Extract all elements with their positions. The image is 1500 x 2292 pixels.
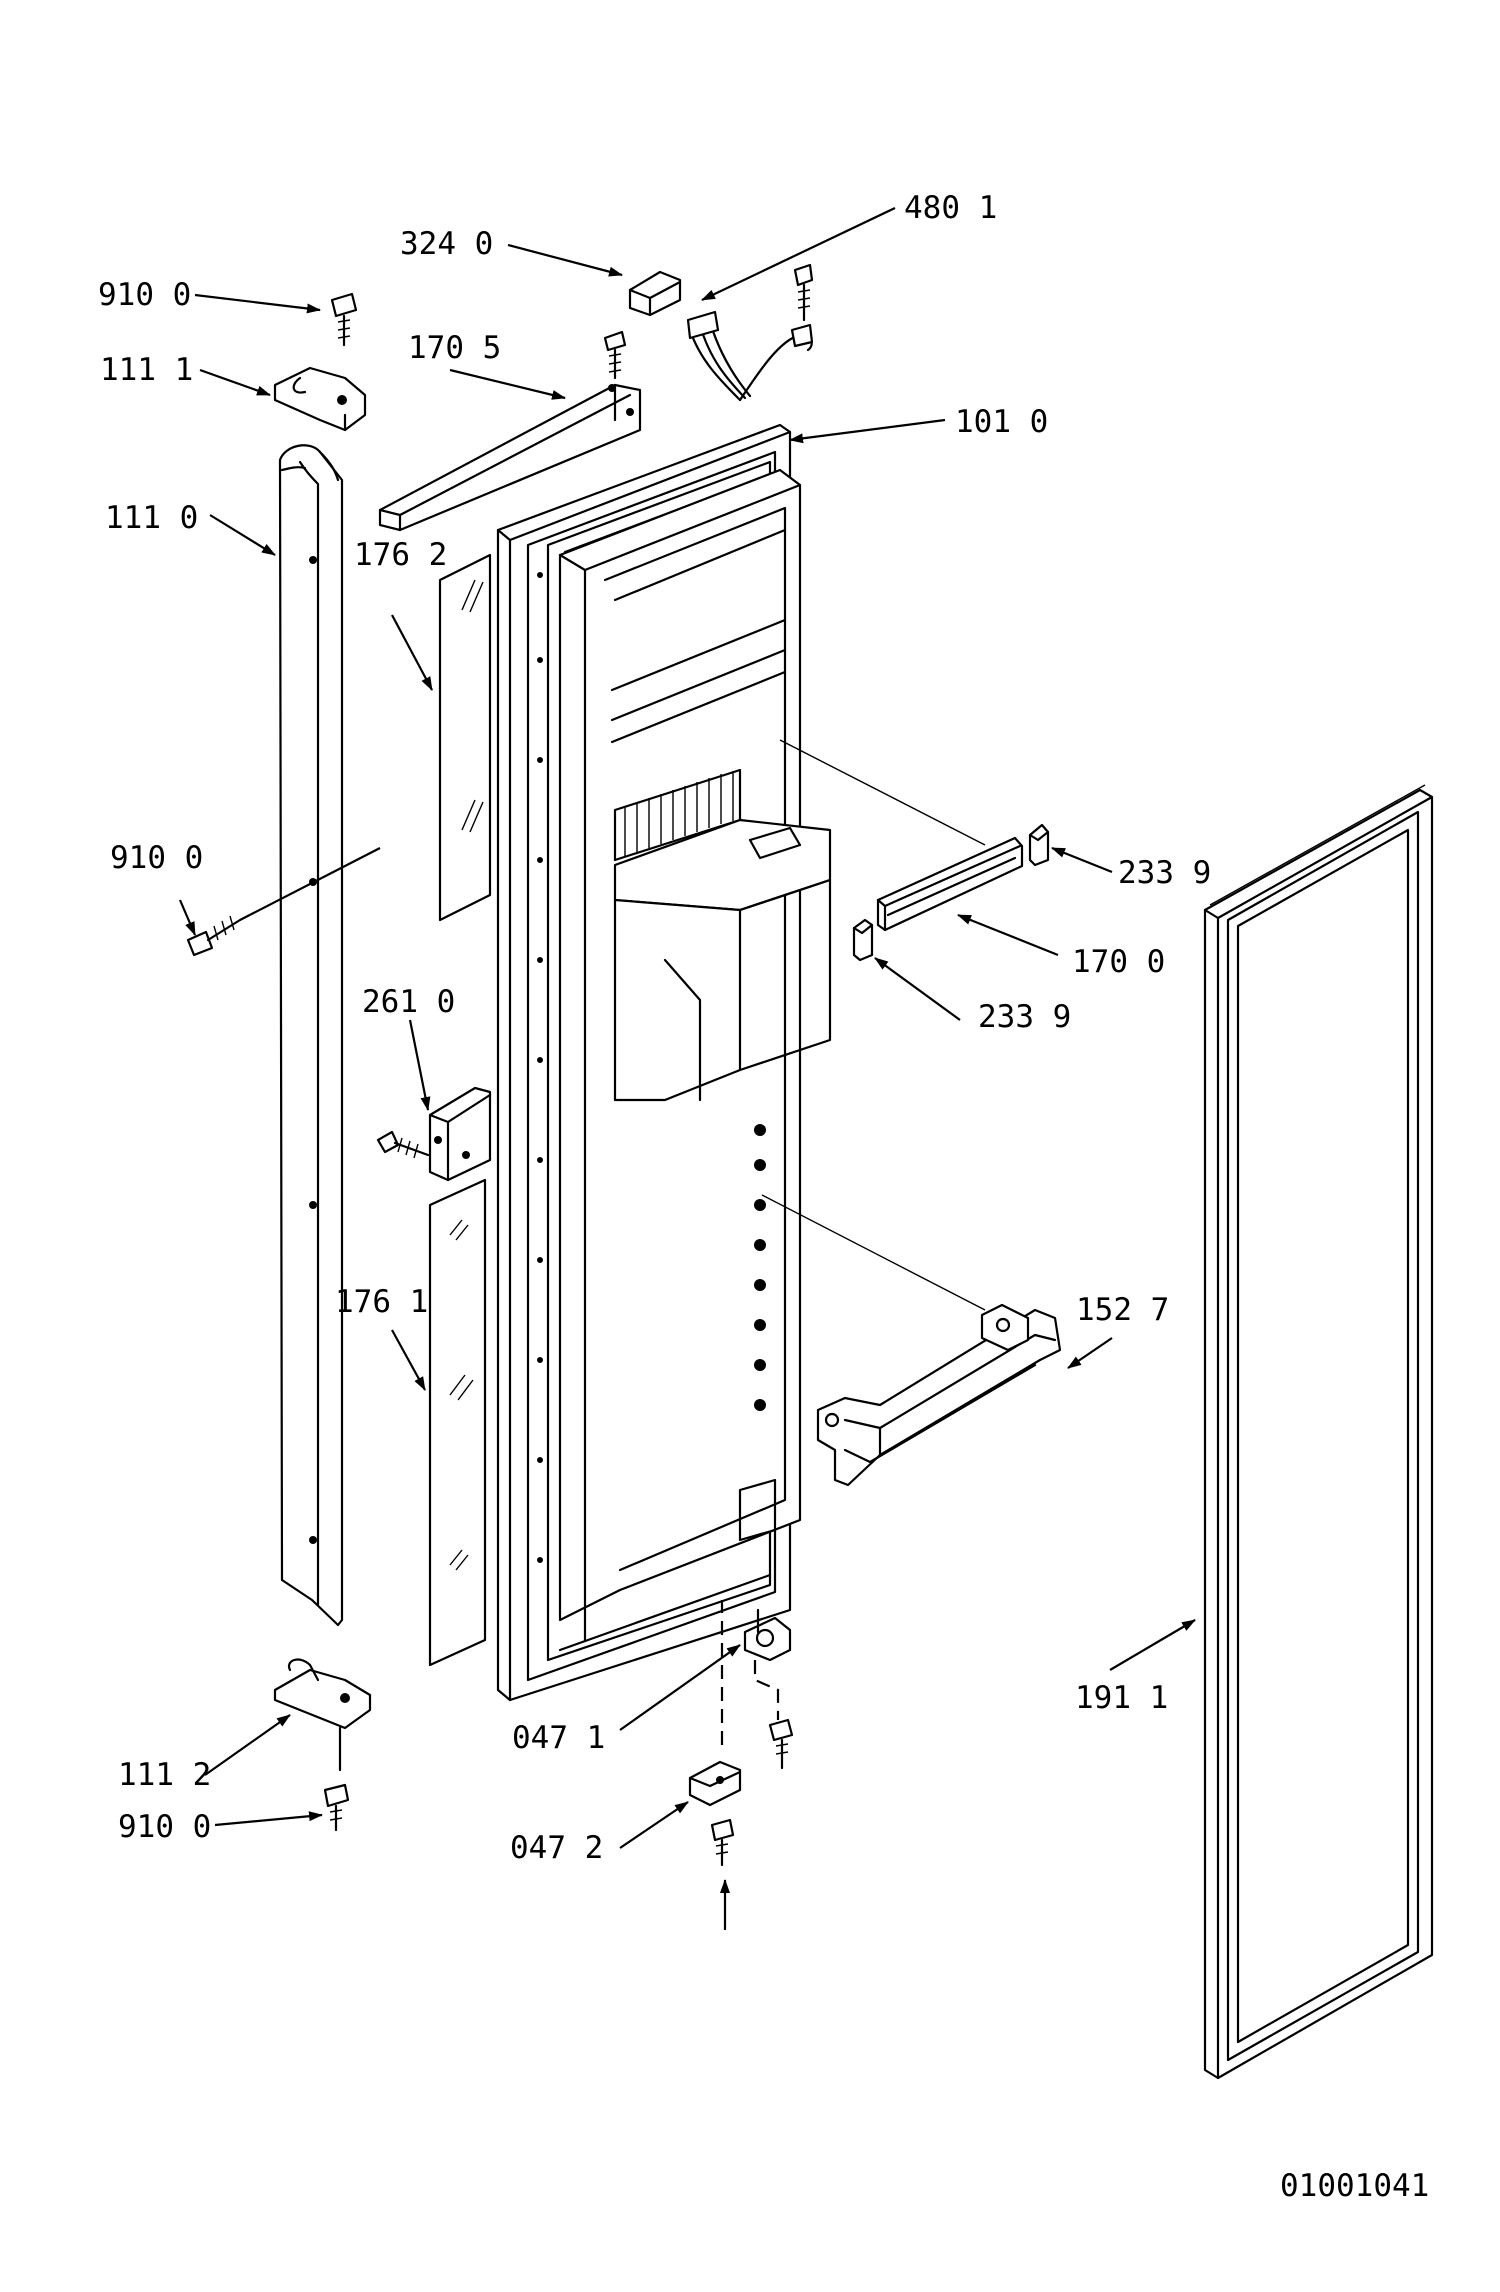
door-shelf-part	[816, 1303, 1062, 1487]
callout-047-2: 047 2	[510, 1830, 603, 1866]
callout-111-1: 111 1	[100, 352, 193, 388]
callout-910-0-top: 910 0	[98, 277, 191, 313]
leader-lines	[178, 207, 1196, 1849]
wire-harness-part	[686, 263, 814, 402]
glass-panel-upper-part	[438, 553, 492, 922]
screw-hinge-block	[710, 1818, 735, 1867]
callout-152-7: 152 7	[1076, 1292, 1169, 1328]
hinge-trim-part	[278, 444, 344, 1627]
callout-910-0-bottom: 910 0	[118, 1809, 211, 1845]
callout-111-0: 111 0	[105, 500, 198, 536]
door-frame-part	[496, 423, 832, 1702]
callout-176-1: 176 1	[335, 1284, 428, 1320]
gasket-part	[1203, 784, 1434, 2080]
screw-bottom-hinge	[323, 1783, 350, 1832]
rail-guide-line	[779, 739, 986, 846]
callout-191-1: 191 1	[1075, 1680, 1168, 1716]
hinge-top-part	[273, 366, 367, 432]
callout-261-0: 261 0	[362, 984, 455, 1020]
screw-hinge-pin	[768, 1718, 794, 1770]
callout-176-2: 176 2	[354, 537, 447, 573]
callout-170-0: 170 0	[1072, 944, 1165, 980]
hinge-pin-part	[743, 1608, 792, 1720]
callout-910-0-mid: 910 0	[110, 840, 203, 876]
callout-233-9-top: 233 9	[1118, 855, 1211, 891]
clip-top-part	[1028, 823, 1050, 867]
screw-top-hinge	[330, 292, 358, 347]
callout-047-1: 047 1	[512, 1720, 605, 1756]
glass-panel-lower-part	[428, 1178, 487, 1667]
screw-middle	[186, 915, 242, 957]
screw-bracket	[376, 1130, 430, 1159]
callout-111-2: 111 2	[118, 1757, 211, 1793]
callout-101-0: 101 0	[955, 404, 1048, 440]
callout-233-9-bottom: 233 9	[978, 999, 1071, 1035]
top-trim-part	[378, 383, 642, 532]
callout-480-1: 480 1	[904, 190, 997, 226]
document-number: 01001041	[1280, 2168, 1429, 2204]
callout-170-5: 170 5	[408, 330, 501, 366]
shelf-guide-line	[761, 1194, 986, 1311]
callout-324-0: 324 0	[400, 226, 493, 262]
hinge-block-part	[688, 1600, 742, 1807]
bracket-part	[428, 1086, 492, 1182]
clip-bottom-part	[852, 918, 874, 962]
connector-part	[628, 270, 682, 317]
screw-top-trim	[603, 330, 627, 380]
rail-part	[876, 836, 1024, 932]
hinge-bottom-part	[273, 1658, 372, 1772]
